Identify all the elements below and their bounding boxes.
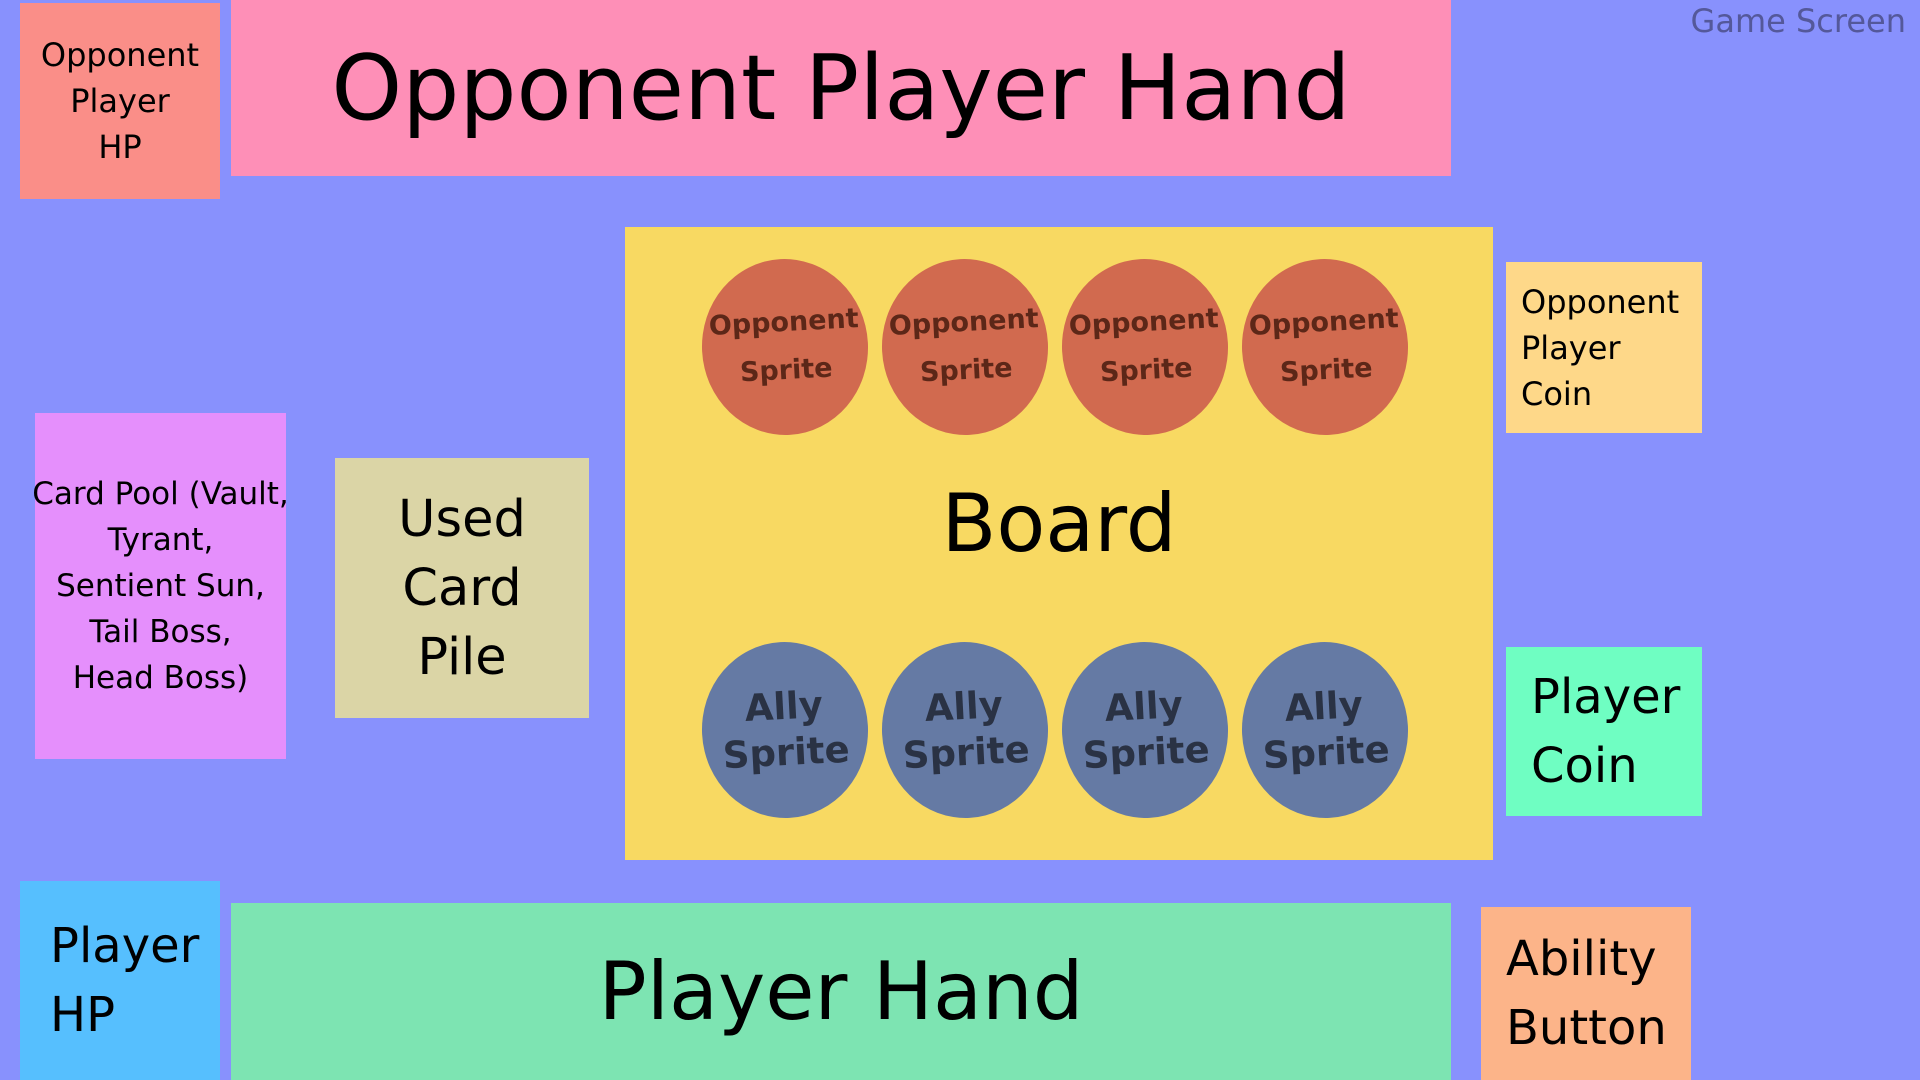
opponent-sprite-label: Opponent Sprite xyxy=(708,303,860,389)
card-pool-label: Card Pool (Vault, Tyrant, Sentient Sun, … xyxy=(32,476,289,696)
opponent-hand-label: Opponent Player Hand xyxy=(331,35,1351,141)
game-board[interactable]: Opponent Sprite Opponent Sprite Opponent… xyxy=(625,227,1493,860)
ability-button-label: Ability Button xyxy=(1506,930,1667,1056)
opponent-sprite[interactable]: Opponent Sprite xyxy=(697,254,873,440)
ally-sprite[interactable]: Ally Sprite xyxy=(1057,637,1233,823)
opponent-coin-panel: Opponent Player Coin xyxy=(1506,262,1702,433)
board-label: Board xyxy=(941,477,1177,570)
ally-sprite[interactable]: Ally Sprite xyxy=(697,637,873,823)
ability-button[interactable]: Ability Button xyxy=(1481,907,1691,1080)
opponent-hp-label: Opponent Player HP xyxy=(40,36,200,166)
ally-sprite[interactable]: Ally Sprite xyxy=(877,637,1053,823)
opponent-sprite-label: Opponent Sprite xyxy=(1068,303,1220,389)
ally-sprite-label: Ally Sprite xyxy=(1261,683,1391,778)
player-coin-panel: Player Coin xyxy=(1506,647,1702,816)
ally-sprite[interactable]: Ally Sprite xyxy=(1237,637,1413,823)
ally-sprite-label: Ally Sprite xyxy=(901,683,1031,778)
card-pool-panel[interactable]: Card Pool (Vault, Tyrant, Sentient Sun, … xyxy=(32,413,289,759)
ally-sprite-label: Ally Sprite xyxy=(1081,683,1211,778)
ally-sprite-label: Ally Sprite xyxy=(721,683,851,778)
player-hp-label: Player HP xyxy=(50,917,200,1043)
player-hp-panel: Player HP xyxy=(20,881,220,1080)
used-card-pile[interactable]: Used Card Pile xyxy=(335,458,589,718)
opponent-hp-panel: Opponent Player HP xyxy=(20,3,220,199)
opponent-coin-label: Opponent Player Coin xyxy=(1521,282,1680,413)
player-hand-area[interactable]: Player Hand xyxy=(231,903,1451,1080)
opponent-sprite[interactable]: Opponent Sprite xyxy=(1237,254,1413,440)
game-screen-title: Game Screen xyxy=(1690,2,1906,40)
used-card-pile-label: Used Card Pile xyxy=(398,489,526,687)
opponent-hand-area: Opponent Player Hand xyxy=(231,0,1451,176)
player-coin-label: Player Coin xyxy=(1531,668,1681,794)
opponent-sprite[interactable]: Opponent Sprite xyxy=(877,254,1053,440)
opponent-sprite[interactable]: Opponent Sprite xyxy=(1057,254,1233,440)
opponent-sprite-label: Opponent Sprite xyxy=(1248,303,1400,389)
opponent-sprite-label: Opponent Sprite xyxy=(888,303,1040,389)
player-hand-label: Player Hand xyxy=(598,945,1084,1038)
